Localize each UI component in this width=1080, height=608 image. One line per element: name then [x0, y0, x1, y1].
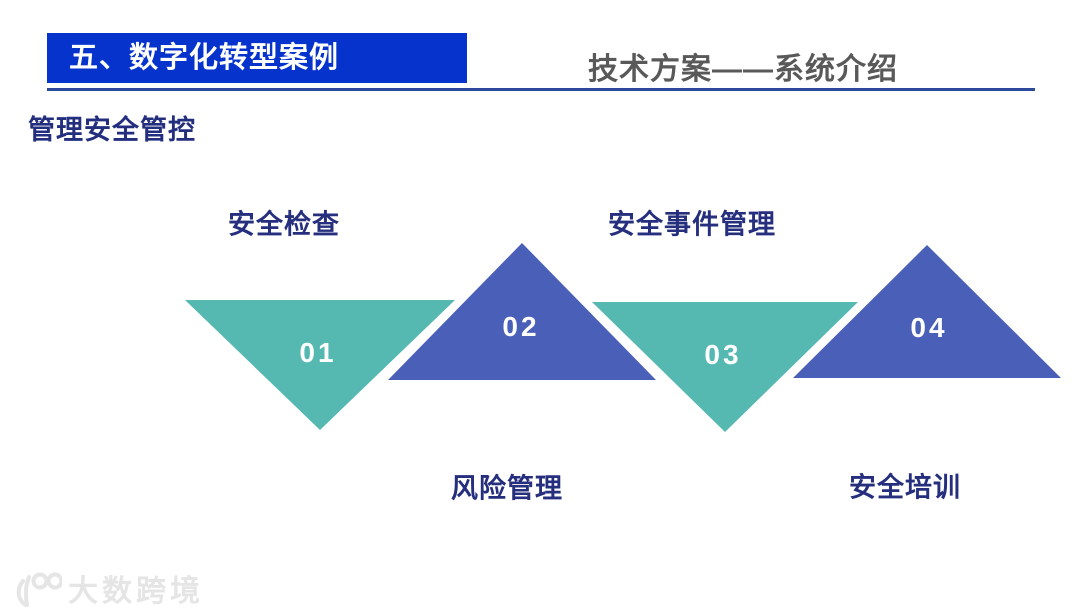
step-1-triangle-down [185, 300, 455, 430]
dashu-kuajing-logo-icon [16, 572, 62, 607]
section-tab-label: 五、数字化转型案例 [69, 42, 340, 74]
page-title: 技术方案——系统介绍 [588, 53, 898, 86]
step-1-number: 01 [299, 337, 337, 368]
slide-subtitle: 管理安全管控 [28, 115, 196, 145]
step-4-number: 04 [910, 312, 948, 343]
step-2-number: 02 [502, 311, 540, 342]
step-1-label: 安全检查 [228, 209, 340, 240]
step-3-triangle-down [592, 302, 858, 432]
step-4-triangle-up [793, 245, 1061, 378]
step-2-label: 风险管理 [451, 473, 563, 504]
watermark: 大数跨境 [14, 566, 204, 608]
header-divider-line [47, 88, 1035, 91]
step-4-label: 安全培训 [849, 472, 961, 503]
step-3-label: 安全事件管理 [608, 209, 776, 240]
step-3-number: 03 [704, 339, 742, 370]
section-tab: 五、数字化转型案例 [47, 33, 467, 83]
step-2-triangle-up [388, 243, 656, 380]
watermark-text: 大数跨境 [68, 575, 204, 608]
